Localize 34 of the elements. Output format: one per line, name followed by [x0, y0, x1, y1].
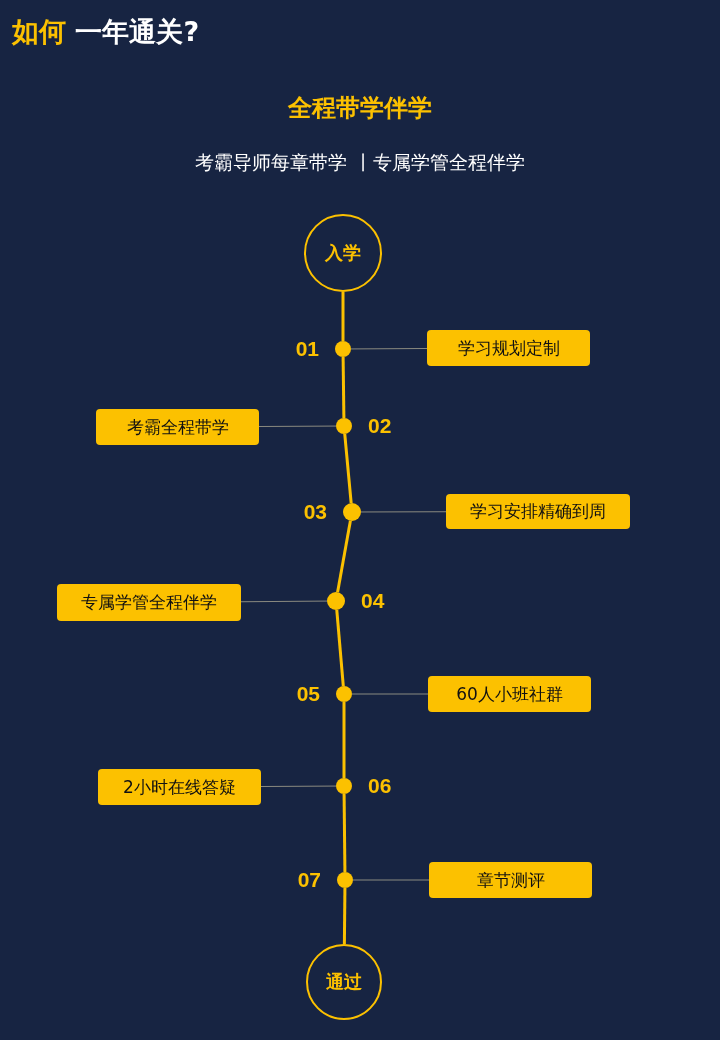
timeline-line — [336, 520, 352, 593]
step-number: 04 — [361, 589, 385, 613]
leader-line — [351, 693, 429, 695]
step-number: 05 — [296, 682, 320, 706]
step-box: 专属学管全程伴学 — [57, 584, 241, 621]
leader-line — [240, 600, 328, 603]
timeline-line — [343, 433, 353, 504]
timeline-line — [341, 292, 345, 341]
step-box: 学习规划定制 — [427, 330, 590, 366]
step-box: 学习安排精确到周 — [446, 494, 630, 529]
step-number: 02 — [368, 414, 392, 438]
step-number: 07 — [297, 868, 321, 892]
step-number: 01 — [295, 337, 319, 361]
step-box: 章节测评 — [429, 862, 592, 898]
leader-line — [352, 879, 430, 881]
timeline-line — [341, 356, 346, 419]
step-number: 03 — [303, 500, 327, 524]
circle-node: 入学 — [304, 214, 382, 292]
leader-line — [350, 348, 428, 350]
leader-line — [258, 425, 337, 427]
circle-node: 通过 — [306, 944, 382, 1020]
subtitle: 考霸导师每章带学 丨专属学管全程伴学 — [195, 150, 525, 175]
step-box: 考霸全程带学 — [96, 409, 259, 445]
timeline-line — [342, 888, 347, 944]
title: 如何 一年通关? — [12, 15, 200, 49]
timeline-line — [342, 702, 346, 778]
step-box: 2小时在线答疑 — [98, 769, 261, 805]
heading: 全程带学伴学 — [288, 93, 432, 124]
step-number: 06 — [368, 774, 392, 798]
step-box: 60人小班社群 — [428, 676, 591, 712]
timeline-line — [335, 609, 345, 687]
leader-line — [260, 785, 337, 787]
timeline-line — [342, 794, 347, 872]
leader-line — [360, 511, 447, 513]
